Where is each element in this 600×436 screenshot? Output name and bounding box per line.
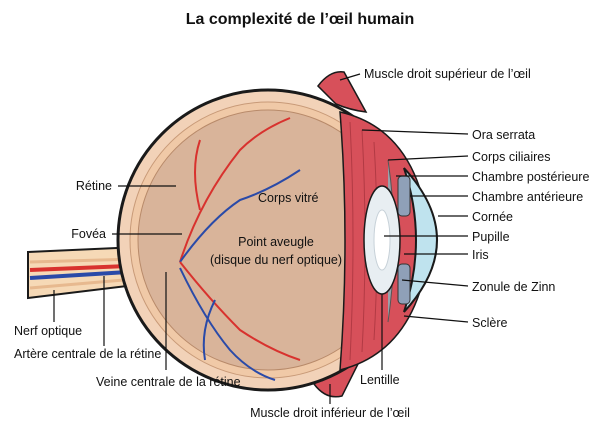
label-corps-vitre: Corps vitré (258, 191, 318, 205)
label-ora-serrata: Ora serrata (472, 128, 535, 142)
label-veine: Veine centrale de la rétine (96, 375, 241, 389)
superior-rectus-muscle (317, 71, 368, 113)
label-fovea: Fovéa (71, 227, 106, 241)
label-artere: Artère centrale de la rétine (14, 347, 161, 361)
label-point-aveugle: Point aveugle (238, 235, 314, 249)
cornea (403, 167, 438, 313)
label-chambre-anterieure: Chambre antérieure (472, 190, 583, 204)
label-lentille: Lentille (360, 373, 400, 387)
diagram-title: La complexité de l’œil humain (186, 11, 414, 28)
iris-bottom (397, 263, 411, 305)
label-muscle-inferieur: Muscle droit inférieur de l’œil (250, 406, 410, 420)
retinal-vessels (179, 117, 301, 381)
label-retine: Rétine (76, 179, 112, 193)
label-cornee: Cornée (472, 210, 513, 224)
label-chambre-posterieure: Chambre postérieure (472, 170, 589, 184)
label-sclere: Sclère (472, 316, 507, 330)
label-muscle-superieur: Muscle droit supérieur de l’œil (364, 67, 531, 81)
leader-lines (53, 73, 469, 404)
label-corps-ciliaires: Corps ciliaires (472, 150, 551, 164)
label-disque-nerf: (disque du nerf optique) (210, 253, 342, 267)
label-zonule: Zonule de Zinn (472, 280, 555, 294)
label-nerf-optique: Nerf optique (14, 324, 82, 338)
label-iris: Iris (472, 248, 489, 262)
label-pupille: Pupille (472, 230, 510, 244)
iris-top (397, 175, 411, 217)
